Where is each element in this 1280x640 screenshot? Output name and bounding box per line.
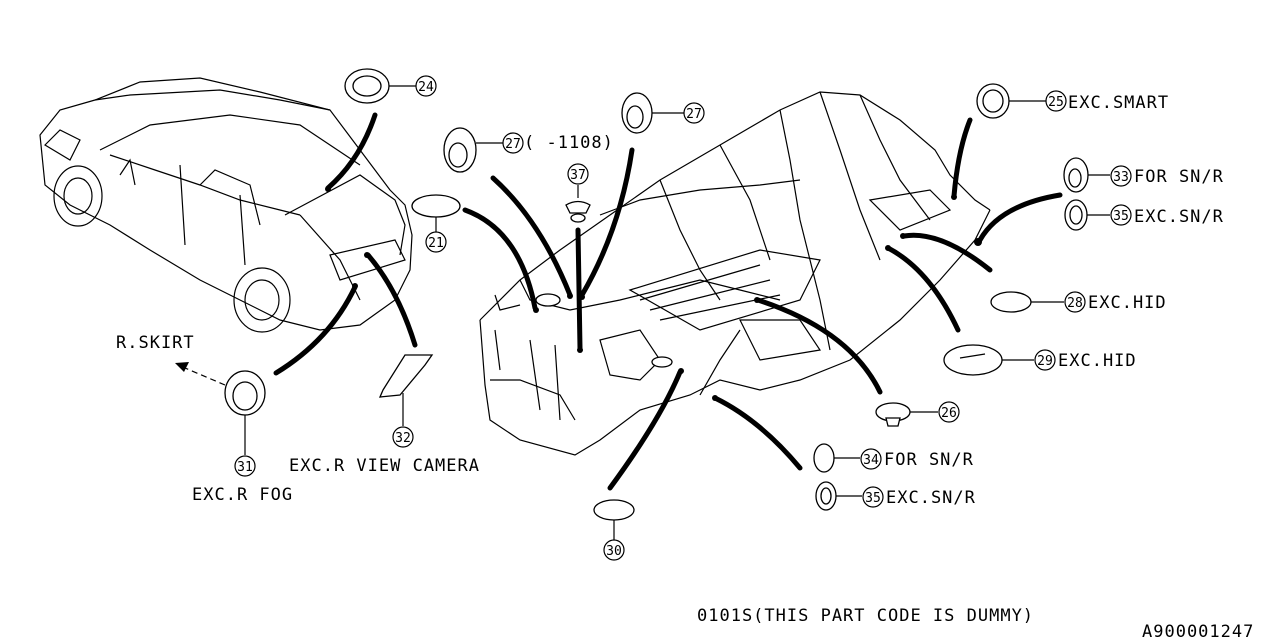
callout-26-number: 26 bbox=[941, 406, 957, 421]
part-24-grommet bbox=[344, 68, 416, 104]
callout-27b-number: 27 bbox=[686, 107, 702, 122]
part-33-grommet bbox=[1063, 157, 1110, 193]
callout-35b-text: EXC.SN/R bbox=[886, 488, 976, 508]
r-skirt-arrow bbox=[175, 362, 226, 386]
r-skirt-label: R.SKIRT bbox=[116, 333, 195, 353]
leader-lines bbox=[273, 112, 1063, 491]
part-32-cover bbox=[378, 354, 434, 426]
part-35b-grommet bbox=[815, 481, 862, 511]
callout-32-text: EXC.R VIEW CAMERA bbox=[289, 456, 480, 476]
callout-21-number: 21 bbox=[428, 236, 444, 251]
part-27b-plug bbox=[621, 92, 684, 134]
callout-31-text: EXC.R FOG bbox=[192, 485, 293, 505]
callout-35a-text: EXC.SN/R bbox=[1134, 207, 1224, 227]
callout-25-text: EXC.SMART bbox=[1068, 93, 1169, 113]
part-31-plug bbox=[224, 370, 266, 455]
callout-25-number: 25 bbox=[1048, 95, 1064, 110]
callout-31-number: 31 bbox=[237, 460, 253, 475]
callout-27a-number: 27 bbox=[505, 137, 521, 152]
callout-37-number: 37 bbox=[570, 168, 586, 183]
part-28-plug bbox=[990, 291, 1064, 313]
callout-circles bbox=[234, 75, 1132, 561]
part-30-plug bbox=[593, 499, 635, 540]
callout-29-number: 29 bbox=[1037, 354, 1053, 369]
part-29-plug bbox=[943, 344, 1034, 376]
part-37-clip bbox=[565, 185, 591, 223]
callout-28-text: EXC.HID bbox=[1088, 293, 1167, 313]
callout-33-number: 33 bbox=[1113, 170, 1129, 185]
diagram-id: A900001247 bbox=[1142, 622, 1254, 640]
callout-35a-number: 35 bbox=[1113, 209, 1129, 224]
part-34-grommet bbox=[813, 443, 860, 473]
callout-29-text: EXC.HID bbox=[1058, 351, 1137, 371]
callout-28-number: 28 bbox=[1067, 296, 1083, 311]
callout-30-number: 30 bbox=[606, 544, 622, 559]
callout-34-number: 34 bbox=[863, 453, 879, 468]
callout-35b-number: 35 bbox=[865, 491, 881, 506]
body-frame-illustration bbox=[479, 91, 991, 456]
callout-33-text: FOR SN/R bbox=[1134, 167, 1224, 187]
callout-32-number: 32 bbox=[395, 431, 411, 446]
callout-34-text: FOR SN/R bbox=[884, 450, 974, 470]
dummy-part-note: 0101S(THIS PART CODE IS DUMMY) bbox=[697, 606, 1034, 626]
rear-car-illustration bbox=[39, 77, 413, 333]
callout-27a-text: ( -1108) bbox=[524, 133, 614, 153]
part-35a-grommet bbox=[1064, 199, 1110, 231]
part-25-plug bbox=[976, 83, 1046, 119]
callout-24-number: 24 bbox=[418, 80, 434, 95]
part-21-plug bbox=[411, 194, 461, 232]
part-26-clip bbox=[875, 402, 938, 427]
part-27a-plug bbox=[443, 127, 503, 173]
